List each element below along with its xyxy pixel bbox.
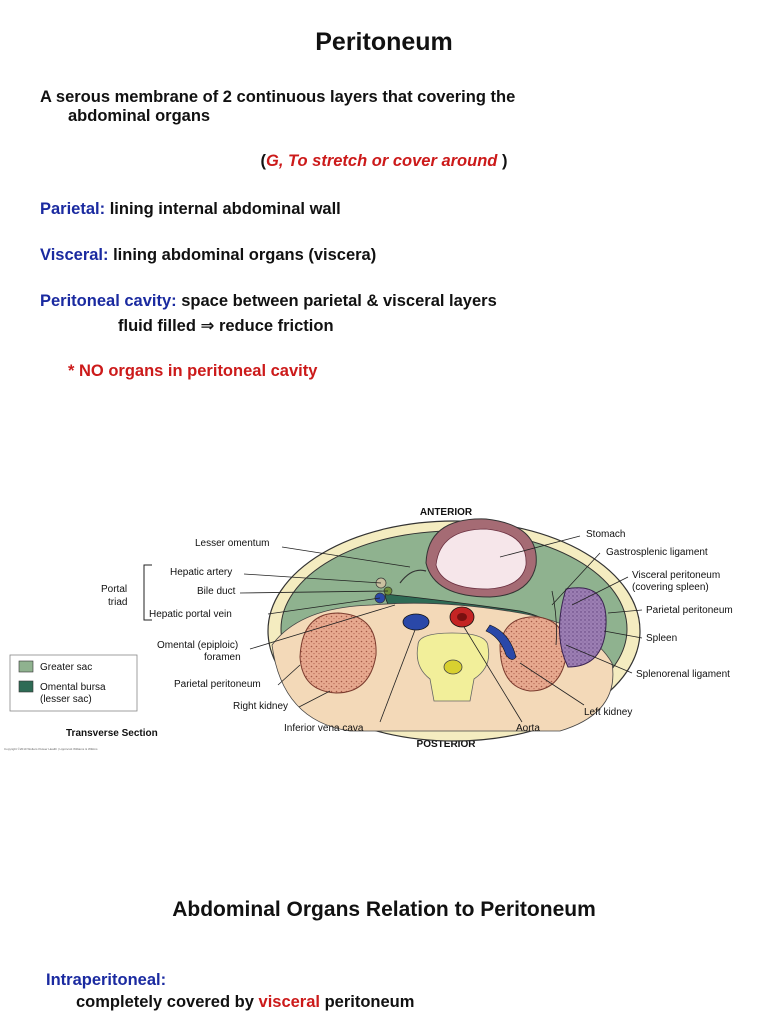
parietal-definition: Parietal: lining internal abdominal wall bbox=[40, 200, 341, 219]
posterior-label: POSTERIOR bbox=[417, 739, 477, 750]
label-visceral-peritoneum-1: Visceral peritoneum bbox=[632, 570, 720, 581]
intraperitoneal-text-a: completely covered by bbox=[76, 993, 254, 1011]
visceral-term: Visceral: bbox=[40, 246, 109, 264]
etymology-text: G, To stretch or cover around bbox=[266, 152, 498, 170]
label-inferior-vena-cava: Inferior vena cava bbox=[284, 723, 364, 734]
transverse-section-label: Transverse Section bbox=[66, 728, 158, 739]
label-omental-foramen-2: foramen bbox=[204, 652, 241, 663]
parietal-text: lining internal abdominal wall bbox=[109, 200, 341, 218]
leader-lines bbox=[239, 535, 643, 723]
anterior-label: ANTERIOR bbox=[420, 507, 473, 518]
legend-omental-bursa-2: (lesser sac) bbox=[40, 694, 92, 705]
label-hepatic-artery: Hepatic artery bbox=[170, 567, 232, 578]
gastrosplenic-ligament bbox=[551, 590, 557, 646]
portal-triad-bracket: Portal triad bbox=[101, 564, 152, 621]
intraperitoneal-term: Intraperitoneal: bbox=[46, 971, 167, 989]
label-hepatic-portal-vein: Hepatic portal vein bbox=[149, 609, 232, 620]
label-parietal-peritoneum-left: Parietal peritoneum bbox=[174, 679, 261, 690]
cavity-note: fluid filled ⇒ reduce friction bbox=[118, 316, 334, 336]
label-lesser-omentum: Lesser omentum bbox=[195, 538, 269, 549]
etymology: (G, To stretch or cover around ) bbox=[0, 152, 768, 171]
greater-sac-swatch bbox=[18, 660, 34, 673]
cavity-definition: Peritoneal cavity: space between parieta… bbox=[40, 292, 497, 311]
intraperitoneal-definition: completely covered by visceral peritoneu… bbox=[76, 993, 414, 1012]
figure-legend: Greater sac Omental bursa (lesser sac) bbox=[9, 654, 138, 712]
arrow-icon: ⇒ bbox=[200, 317, 215, 335]
label-bile-duct: Bile duct bbox=[197, 586, 236, 597]
definition-line-1: A serous membrane of 2 continuous layers… bbox=[40, 88, 516, 106]
label-gastrosplenic-ligament: Gastrosplenic ligament bbox=[606, 547, 708, 558]
spinal-cord bbox=[443, 659, 463, 675]
label-parietal-peritoneum-right: Parietal peritoneum bbox=[646, 605, 733, 616]
inferior-vena-cava bbox=[402, 613, 430, 631]
portal-triad-label-2: triad bbox=[108, 597, 127, 608]
warning-note: * NO organs in peritoneal cavity bbox=[68, 362, 318, 380]
stomach-lumen bbox=[435, 528, 527, 590]
visceral-text: lining abdominal organs (viscera) bbox=[113, 246, 377, 264]
cavity-text: space between parietal & visceral layers bbox=[181, 292, 497, 310]
label-aorta: Aorta bbox=[516, 723, 540, 734]
copyright-note: Copyright ©2010 Wolters Kluwer Health | … bbox=[4, 747, 98, 751]
cavity-term: Peritoneal cavity: bbox=[40, 292, 177, 310]
left-renal-vein bbox=[485, 624, 517, 660]
legend-omental-bursa-1: Omental bursa bbox=[40, 682, 106, 693]
label-right-kidney: Right kidney bbox=[233, 701, 288, 712]
label-stomach: Stomach bbox=[586, 529, 625, 540]
portal-triad-label-1: Portal bbox=[101, 584, 127, 595]
page-title: Peritoneum bbox=[315, 28, 453, 56]
aorta-lumen bbox=[457, 613, 467, 621]
cavity-note-a: fluid filled bbox=[118, 317, 196, 335]
label-spleen: Spleen bbox=[646, 633, 677, 644]
body-cross-section bbox=[267, 518, 641, 742]
cavity-note-b: reduce friction bbox=[218, 317, 334, 335]
etymology-close: ) bbox=[501, 152, 508, 170]
etymology-open: ( bbox=[260, 152, 267, 170]
right-kidney bbox=[299, 612, 377, 694]
intraperitoneal-visceral: visceral bbox=[258, 993, 320, 1011]
label-visceral-peritoneum-2: (covering spleen) bbox=[632, 582, 709, 593]
legend-greater-sac: Greater sac bbox=[40, 662, 92, 673]
omental-bursa-swatch bbox=[18, 680, 34, 693]
section2-title: Abdominal Organs Relation to Peritoneum bbox=[172, 898, 596, 921]
transverse-section-diagram: ANTERIOR POSTERIOR bbox=[4, 507, 733, 751]
label-left-kidney: Left kidney bbox=[584, 707, 632, 718]
intraperitoneal-text-b: peritoneum bbox=[324, 993, 415, 1011]
definition-line-2: abdominal organs bbox=[68, 107, 211, 125]
label-omental-foramen-1: Omental (epiploic) bbox=[157, 640, 238, 651]
parietal-term: Parietal: bbox=[40, 200, 106, 218]
visceral-definition: Visceral: lining abdominal organs (visce… bbox=[40, 246, 376, 265]
label-splenorenal-ligament: Splenorenal ligament bbox=[636, 669, 730, 680]
